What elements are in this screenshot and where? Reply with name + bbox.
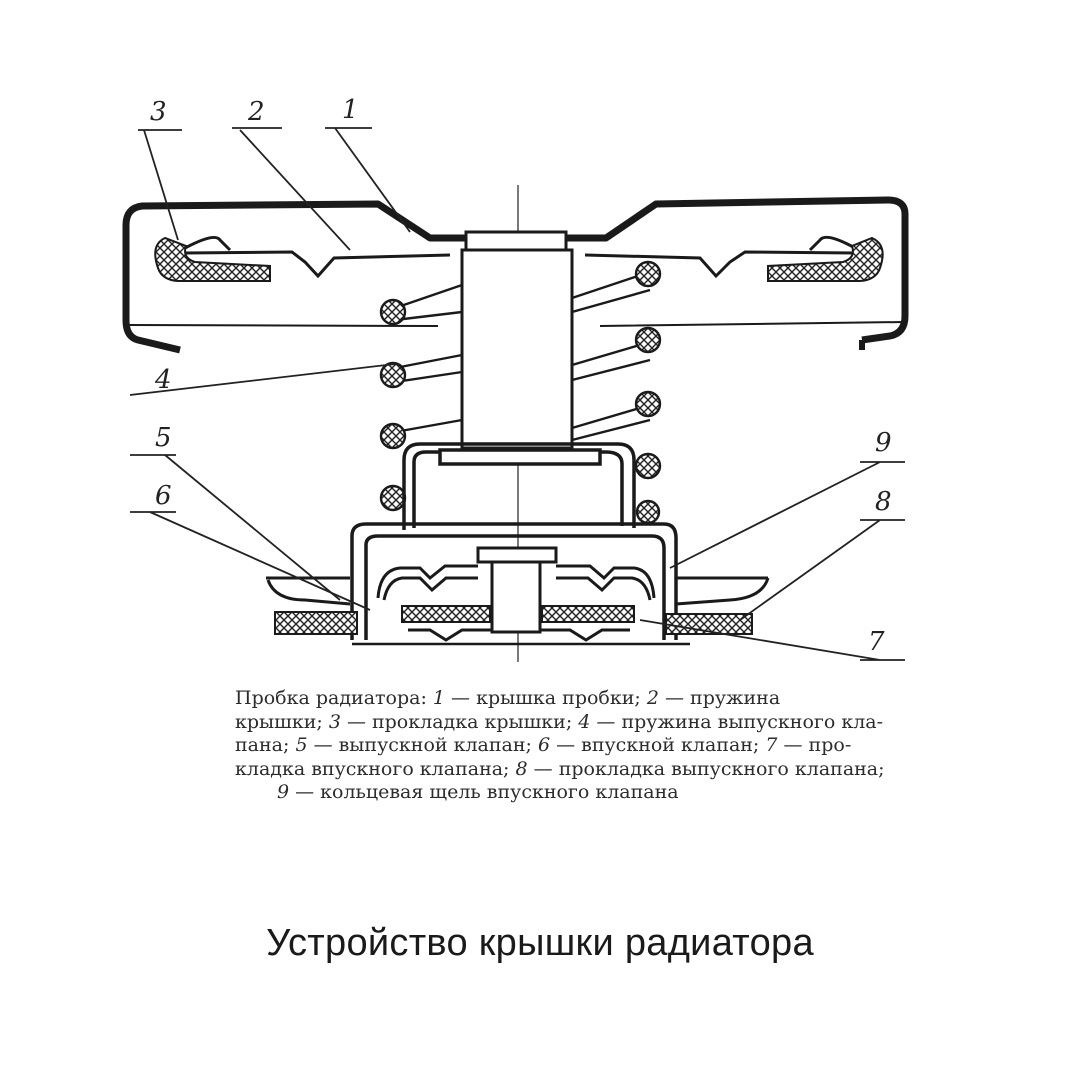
callout-1: 1 — [342, 95, 359, 125]
cap-spring — [184, 235, 856, 279]
hub-washer — [464, 230, 568, 252]
outlet-valve-spring — [379, 260, 662, 525]
inlet-valve — [376, 546, 656, 642]
caption-text: — про- — [777, 734, 852, 756]
caption-text: — прокладка крышки; — [340, 710, 579, 733]
outlet-valve — [350, 522, 690, 646]
callout-8: 8 — [875, 487, 892, 517]
callout-2: 2 — [247, 97, 265, 127]
caption-text: Пробка радиатора: — [235, 687, 433, 709]
spring-seat — [402, 442, 636, 530]
callout-6: 6 — [155, 481, 172, 511]
inlet-valve-gasket — [401, 605, 635, 623]
page-title: Устройство крышки радиатора — [266, 922, 814, 964]
caption-text: крышки; — [235, 710, 329, 733]
caption-part-number: 8 — [515, 757, 528, 780]
caption-part-number: 7 — [765, 734, 778, 756]
caption-text: — кольцевая щель впускного клапана — [289, 781, 679, 803]
callout-4: 4 — [154, 365, 172, 395]
caption-part-number: 2 — [646, 687, 659, 709]
caption-part-number: 4 — [578, 710, 591, 733]
central-stem — [460, 248, 574, 450]
caption-part-number: 3 — [328, 710, 341, 733]
caption-text: — крышка пробки; — [445, 687, 647, 709]
valve-dish — [266, 576, 770, 606]
caption-line: Пробка радиатора: 1 — крышка пробки; 2 —… — [235, 687, 915, 711]
callout-labels: 3 2 1 4 5 6 9 8 7 — [150, 95, 892, 657]
caption-line: пана; 5 — выпускной клапан; 6 — впускной… — [235, 734, 915, 758]
callout-3: 3 — [150, 97, 167, 127]
caption-part-number: 9 — [277, 781, 290, 803]
callout-5: 5 — [155, 423, 172, 453]
caption-text: — прокладка выпускного клапана; — [527, 757, 885, 780]
caption-text: пана; — [235, 734, 296, 756]
caption-text: — выпускной клапан; — [307, 734, 538, 756]
caption-text: — впускной клапан; — [550, 734, 766, 756]
caption-line: кладка впускного клапана; 8 — прокладка … — [235, 758, 915, 782]
callout-7: 7 — [868, 627, 885, 657]
caption-text: кладка впускного клапана; — [235, 757, 516, 780]
radiator-cap-diagram: 3 2 1 4 5 6 9 8 7 — [122, 95, 909, 662]
caption-part-number: 5 — [295, 734, 308, 756]
caption-text: — пружина выпускного кла- — [590, 710, 884, 733]
caption-line: крышки; 3 — прокладка крышки; 4 — пружин… — [235, 711, 915, 735]
caption-text: — пружина — [658, 687, 781, 709]
cap-gasket — [154, 236, 884, 282]
caption-line: 9 — кольцевая щель впускного клапана — [235, 781, 915, 805]
callout-9: 9 — [875, 428, 892, 458]
leader-lines — [129, 127, 905, 661]
caption-part-number: 6 — [537, 734, 551, 756]
figure-caption: Пробка радиатора: 1 — крышка пробки; 2 —… — [235, 687, 915, 805]
caption-part-number: 1 — [432, 687, 446, 709]
